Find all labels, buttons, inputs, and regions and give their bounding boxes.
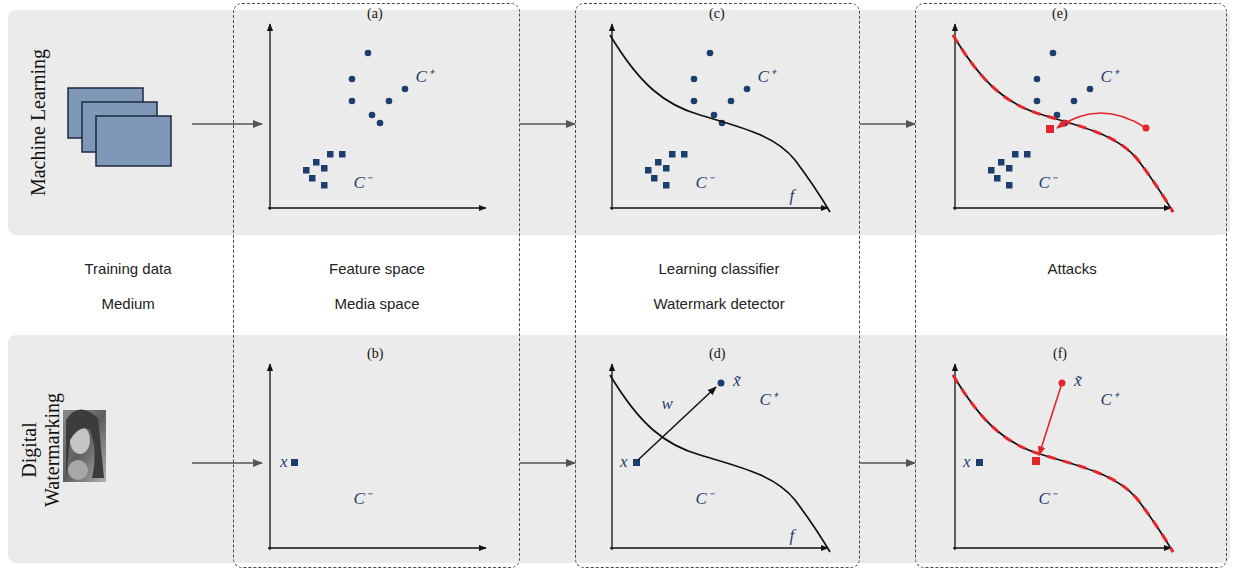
domain-band: Machine Learning	[8, 10, 1230, 235]
point-label: x	[280, 452, 288, 472]
stage-label: Watermark detector	[654, 295, 785, 313]
medium-image	[63, 409, 106, 482]
domain-band: Digital Watermarking	[8, 335, 1230, 563]
point-label: x̃	[1074, 371, 1082, 391]
stage-label: Media space	[335, 295, 420, 313]
stage-label: Attacks	[1048, 260, 1097, 278]
stage-label: Medium	[102, 295, 155, 312]
class-label: C⁻	[354, 486, 371, 509]
panel-letter: (e)	[1052, 6, 1068, 22]
point-label: x̃	[733, 371, 741, 391]
stage-box: Feature spaceMedia space	[233, 3, 520, 568]
flow-arrow	[520, 123, 575, 125]
flow-arrow	[520, 462, 575, 464]
function-label: f	[790, 526, 795, 546]
band-title: Digital Watermarking	[17, 383, 63, 518]
function-label: f	[790, 186, 795, 206]
class-label: C⁺	[1101, 387, 1118, 410]
flow-arrow	[860, 462, 915, 464]
panel-letter: (c)	[709, 6, 725, 22]
panel-letter: (d)	[709, 346, 725, 362]
panel-letter: (a)	[367, 6, 383, 22]
stage-label: Training data	[85, 260, 172, 277]
input-arrow	[192, 123, 262, 125]
stage-box: Attacks	[915, 3, 1227, 568]
class-label: C⁺	[1101, 64, 1118, 87]
class-label: C⁺	[760, 387, 777, 410]
panel-letter: (f)	[1053, 346, 1067, 362]
flow-arrow	[860, 123, 915, 125]
stage-label: Feature space	[329, 260, 425, 278]
point-label: x	[963, 452, 971, 472]
class-label: C⁻	[1039, 486, 1056, 509]
class-label: C⁺	[416, 64, 433, 87]
input-arrow	[192, 462, 262, 464]
stage-label: Learning classifier	[659, 260, 780, 278]
class-label: C⁺	[758, 64, 775, 87]
band-title: Machine Learning	[27, 48, 50, 195]
class-label: C⁻	[696, 170, 713, 193]
class-label: C⁻	[354, 170, 371, 193]
stage-box: Learning classifierWatermark detector	[575, 3, 860, 568]
class-label: C⁻	[1039, 170, 1056, 193]
watermark-label: w	[662, 394, 673, 414]
panel-letter: (b)	[367, 346, 383, 362]
point-label: x	[620, 452, 628, 472]
class-label: C⁻	[696, 486, 713, 509]
